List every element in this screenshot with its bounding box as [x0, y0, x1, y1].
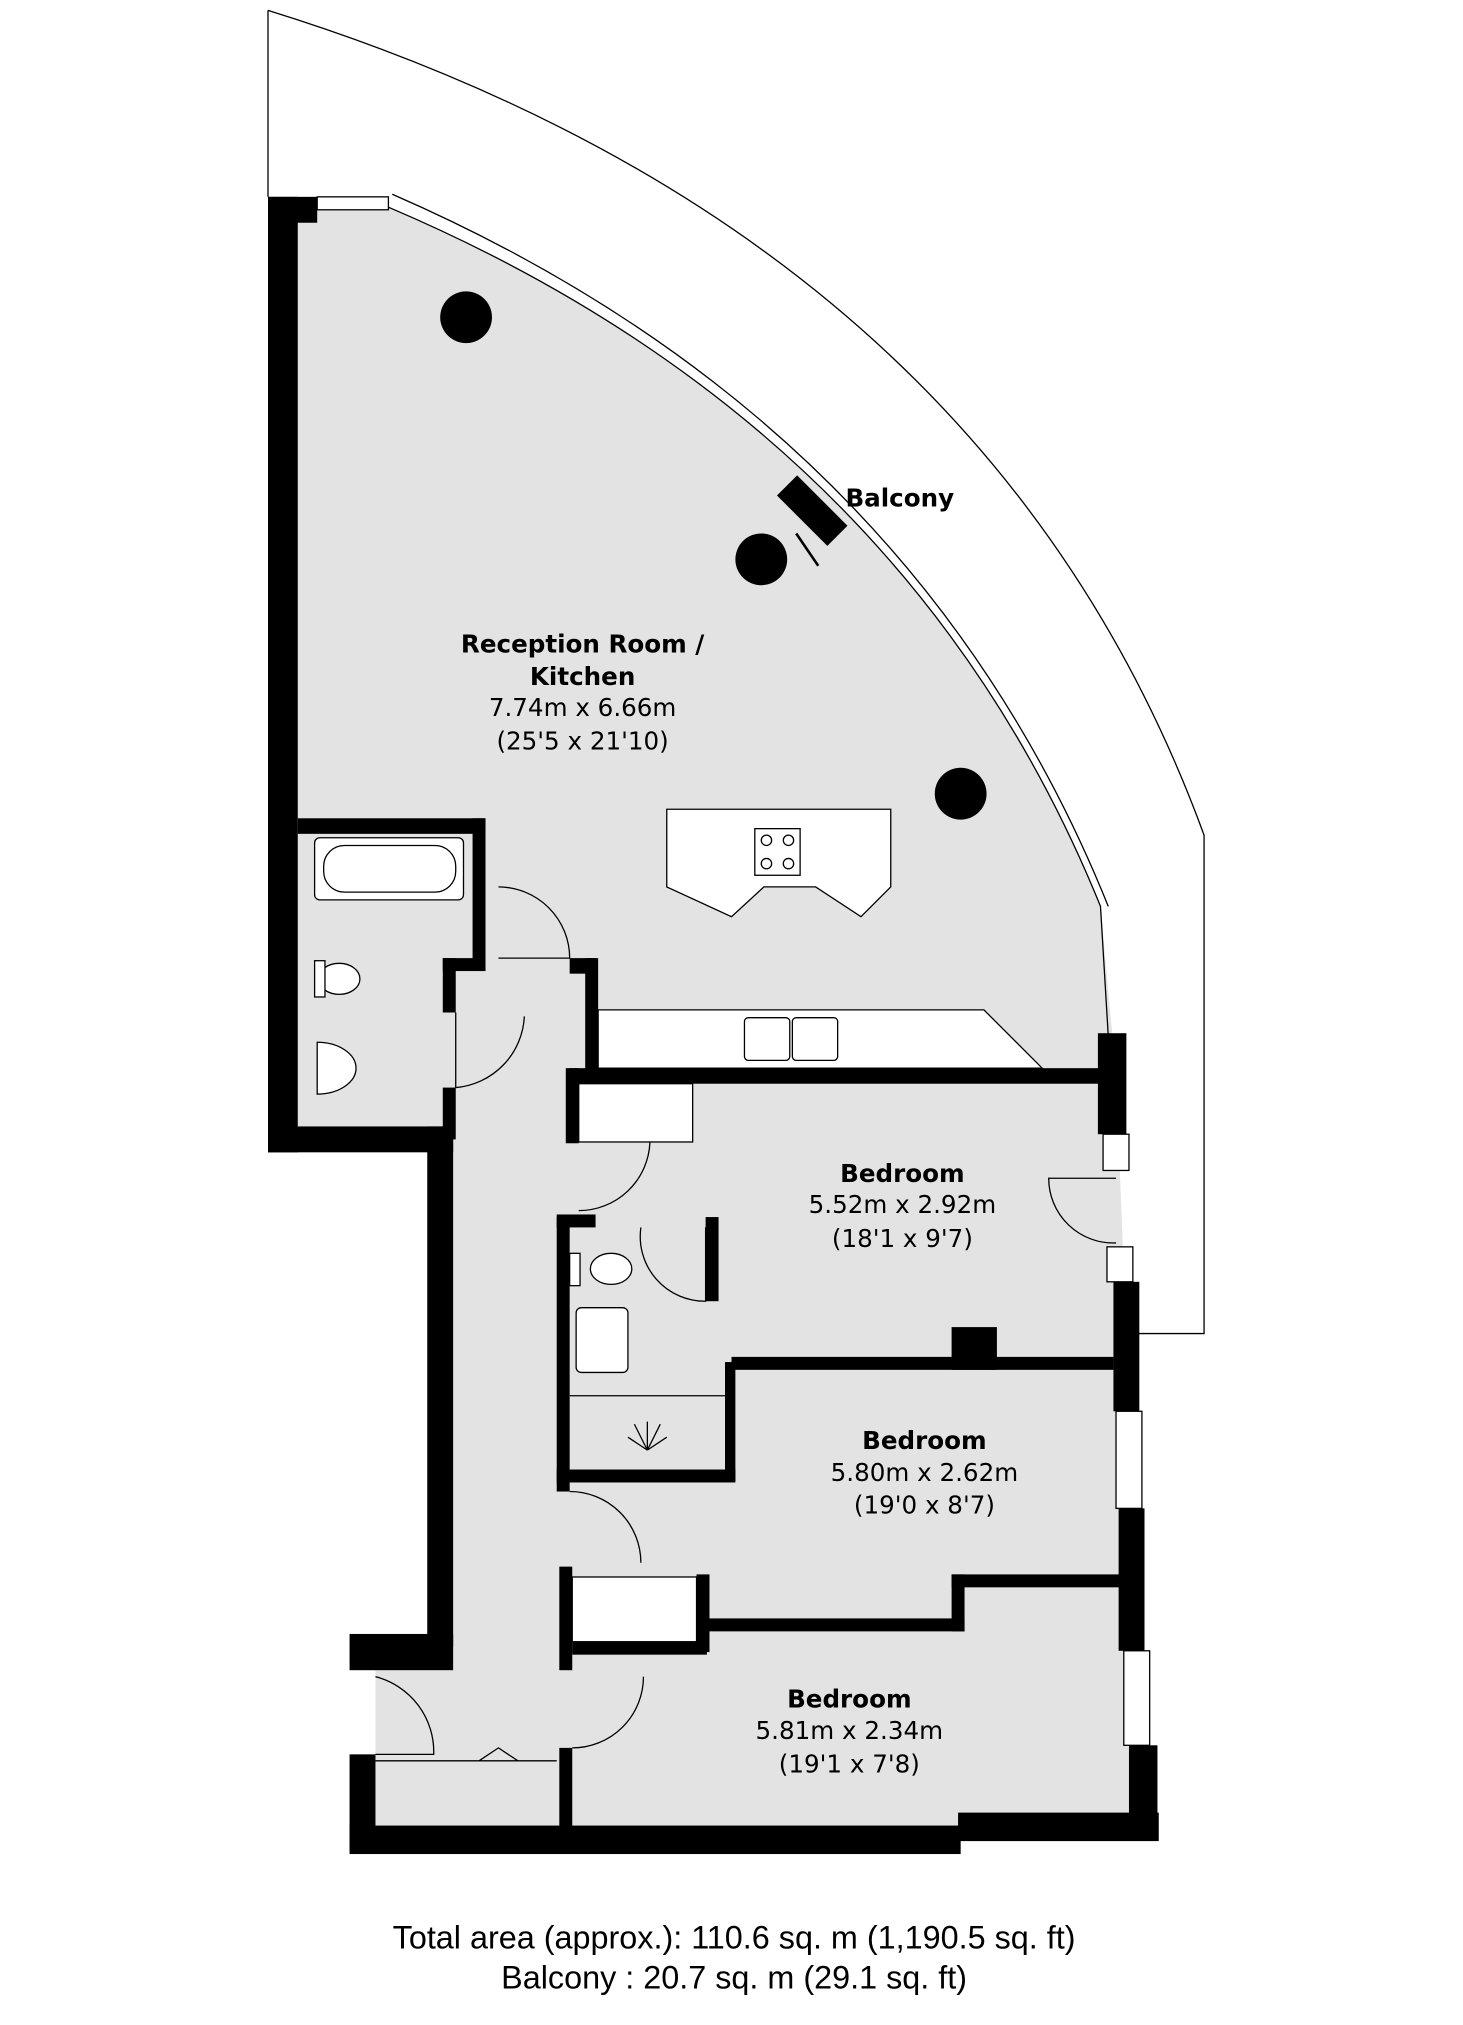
wardrobe — [578, 1083, 694, 1143]
bedroom1-name: Bedroom — [840, 1159, 965, 1188]
toilet-icon — [589, 1252, 633, 1286]
bedroom3-dimensions-imperial: (19'1 x 7'8) — [779, 1749, 920, 1778]
total-area-text: Total area (approx.): 110.6 sq. m (1,190… — [393, 1920, 1076, 1956]
bedroom1-dimensions-metric: 5.52m x 2.92m — [809, 1190, 997, 1219]
door — [578, 1141, 651, 1212]
bathtub-icon — [313, 837, 465, 901]
door — [455, 1012, 525, 1089]
door — [639, 1227, 707, 1302]
column — [934, 767, 987, 820]
bedroom1-dimensions-imperial: (18'1 x 9'7) — [832, 1224, 973, 1253]
bedroom3-name: Bedroom — [787, 1685, 912, 1714]
basin-icon — [575, 1307, 629, 1374]
sink-icon — [743, 1017, 839, 1062]
door — [498, 886, 571, 959]
cupboard-doors — [375, 1747, 557, 1762]
door — [572, 1676, 645, 1749]
bedroom3-dimensions-metric: 5.81m x 2.34m — [756, 1716, 944, 1745]
door — [569, 1490, 642, 1563]
front-door — [375, 1676, 435, 1756]
glazed-wall — [388, 206, 1109, 1036]
shower-icon — [627, 1421, 668, 1451]
balcony-label: Balcony — [845, 483, 954, 512]
column — [735, 533, 788, 586]
reception-name-line1: Reception Room / — [461, 630, 704, 659]
sliding-arrow-icon — [795, 532, 820, 567]
bedroom2-name: Bedroom — [862, 1426, 986, 1455]
balcony-inner-line — [392, 193, 1109, 907]
balcony-sliding-door — [776, 475, 848, 546]
balcony-area-text: Balcony : 20.7 sq. m (29.1 sq. ft) — [501, 1960, 967, 1996]
windows — [316, 196, 1151, 1746]
wardrobe — [571, 1576, 698, 1643]
reception-dimensions-imperial: (25'5 x 21'10) — [496, 727, 668, 756]
door — [1048, 1177, 1117, 1244]
walls — [268, 196, 1159, 1855]
reception-name-line2: Kitchen — [530, 662, 635, 691]
basin-icon — [316, 1041, 357, 1095]
balcony-outline — [267, 9, 1205, 1335]
bedroom2-dimensions-metric: 5.80m x 2.62m — [831, 1458, 1019, 1487]
reception-dimensions-metric: 7.74m x 6.66m — [489, 693, 677, 722]
hob-icon — [754, 828, 801, 876]
column — [440, 291, 492, 344]
bedroom2-dimensions-imperial: (19'0 x 8'7) — [854, 1491, 995, 1520]
